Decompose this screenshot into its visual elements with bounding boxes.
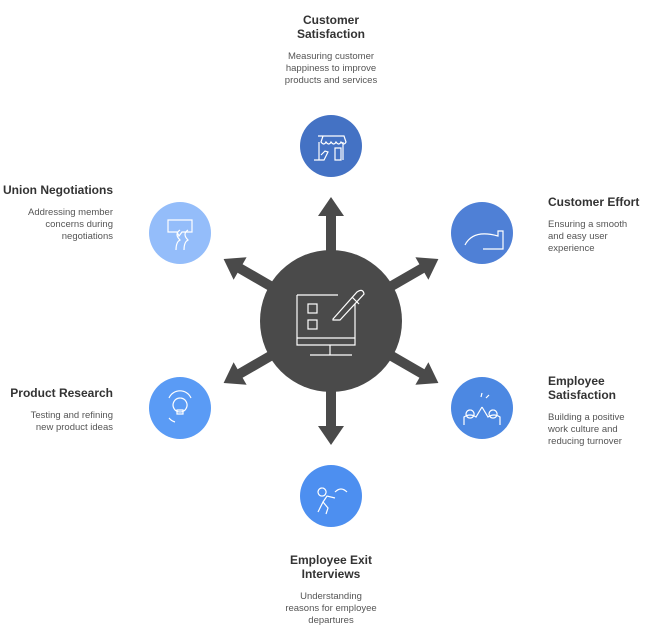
node-title: Employee Satisfaction: [548, 374, 617, 402]
node-description: Testing and refining new product ideas: [30, 410, 113, 433]
node-description: Building a positive work culture and red…: [548, 412, 625, 447]
arrows: [223, 197, 439, 445]
node-description: Measuring customer happiness to improve …: [284, 51, 378, 86]
arrow-4: [318, 381, 344, 445]
node-title: Union Negotiations: [3, 183, 113, 197]
node-circle: [300, 465, 362, 527]
gear-lightbulb-icon: [168, 390, 192, 423]
node-title: Employee Exit Interviews: [289, 553, 373, 581]
node-circle: [300, 115, 362, 177]
arrow-6: [223, 257, 282, 296]
node-title: Product Research: [10, 386, 113, 400]
node-circle: [149, 202, 211, 264]
high-five-icon: [463, 392, 501, 425]
node-description: Ensuring a smooth and easy user experien…: [548, 219, 628, 254]
monitor-checklist-pencil-icon: [296, 289, 365, 356]
node-title: Customer Satisfaction: [296, 13, 365, 41]
arrow-5: [223, 346, 282, 385]
people-money-speech-icon: [167, 219, 193, 251]
node-circle: [149, 377, 211, 439]
arrow-3: [380, 346, 439, 385]
redo-arrow-icon: [464, 230, 504, 250]
storefront-thumbs-up-icon: [314, 135, 347, 161]
center-circle: [260, 250, 402, 392]
node-title: Customer Effort: [548, 195, 640, 209]
arrow-2: [380, 257, 439, 296]
arrow-1: [318, 197, 344, 261]
person-exiting-icon: [317, 487, 348, 515]
node-circle: [451, 202, 513, 264]
node-description: Addressing member concerns during negoti…: [27, 207, 113, 242]
node-description: Understanding reasons for employee depar…: [285, 591, 377, 626]
